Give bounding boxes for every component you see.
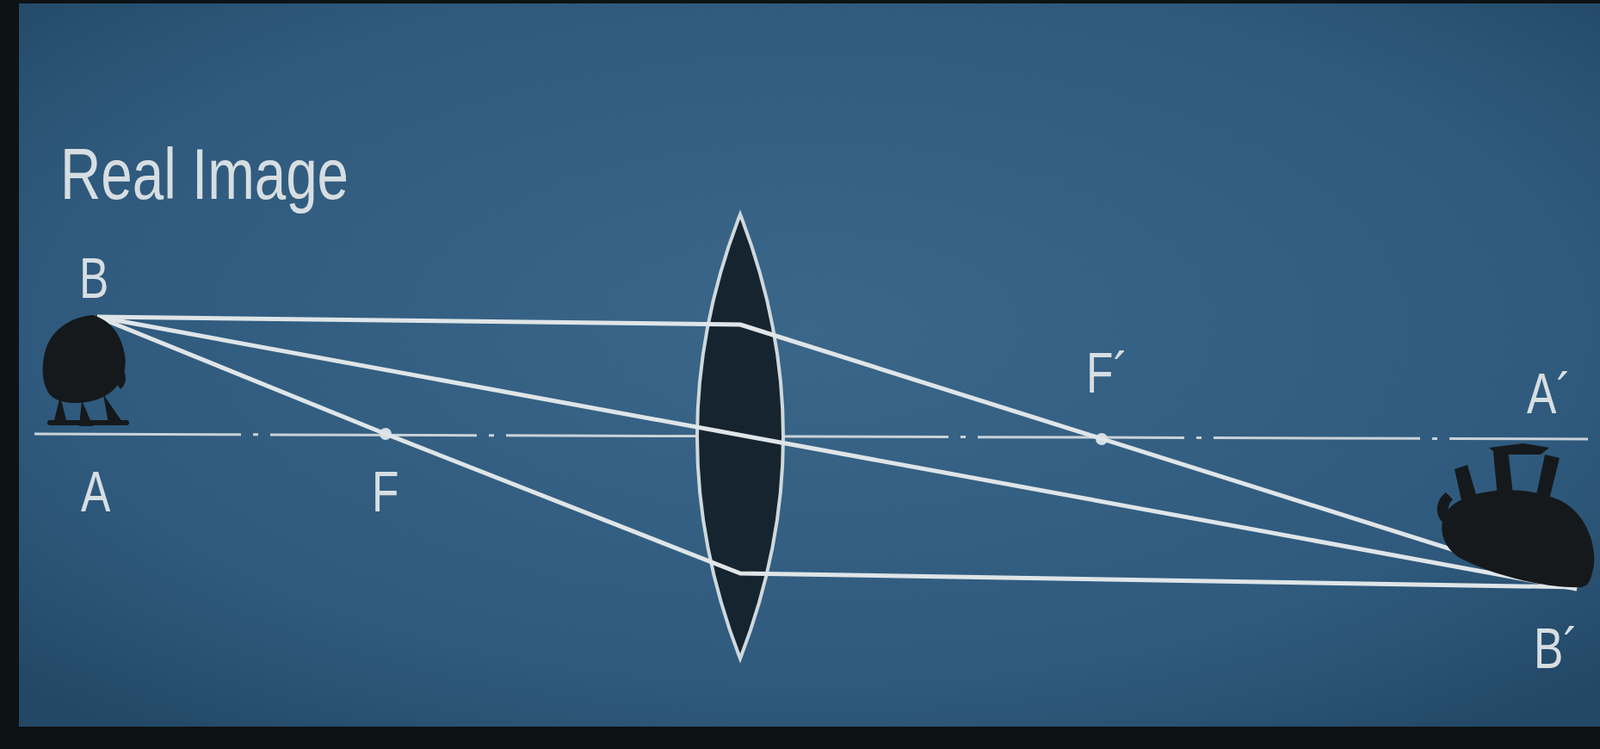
object-bug: [43, 315, 130, 427]
light-rays: [97, 316, 1577, 589]
point-label: F: [371, 463, 399, 520]
point-label: B´: [1533, 619, 1578, 677]
image-bug: [1437, 443, 1594, 587]
optical-axis: [34, 433, 1588, 439]
background: [18, 3, 1600, 727]
point-label: A´: [1526, 364, 1571, 422]
point-label: A: [80, 463, 111, 520]
point-label: B: [79, 249, 109, 307]
diagram-title: Real Image: [60, 137, 349, 211]
point-label: F´: [1086, 344, 1129, 402]
